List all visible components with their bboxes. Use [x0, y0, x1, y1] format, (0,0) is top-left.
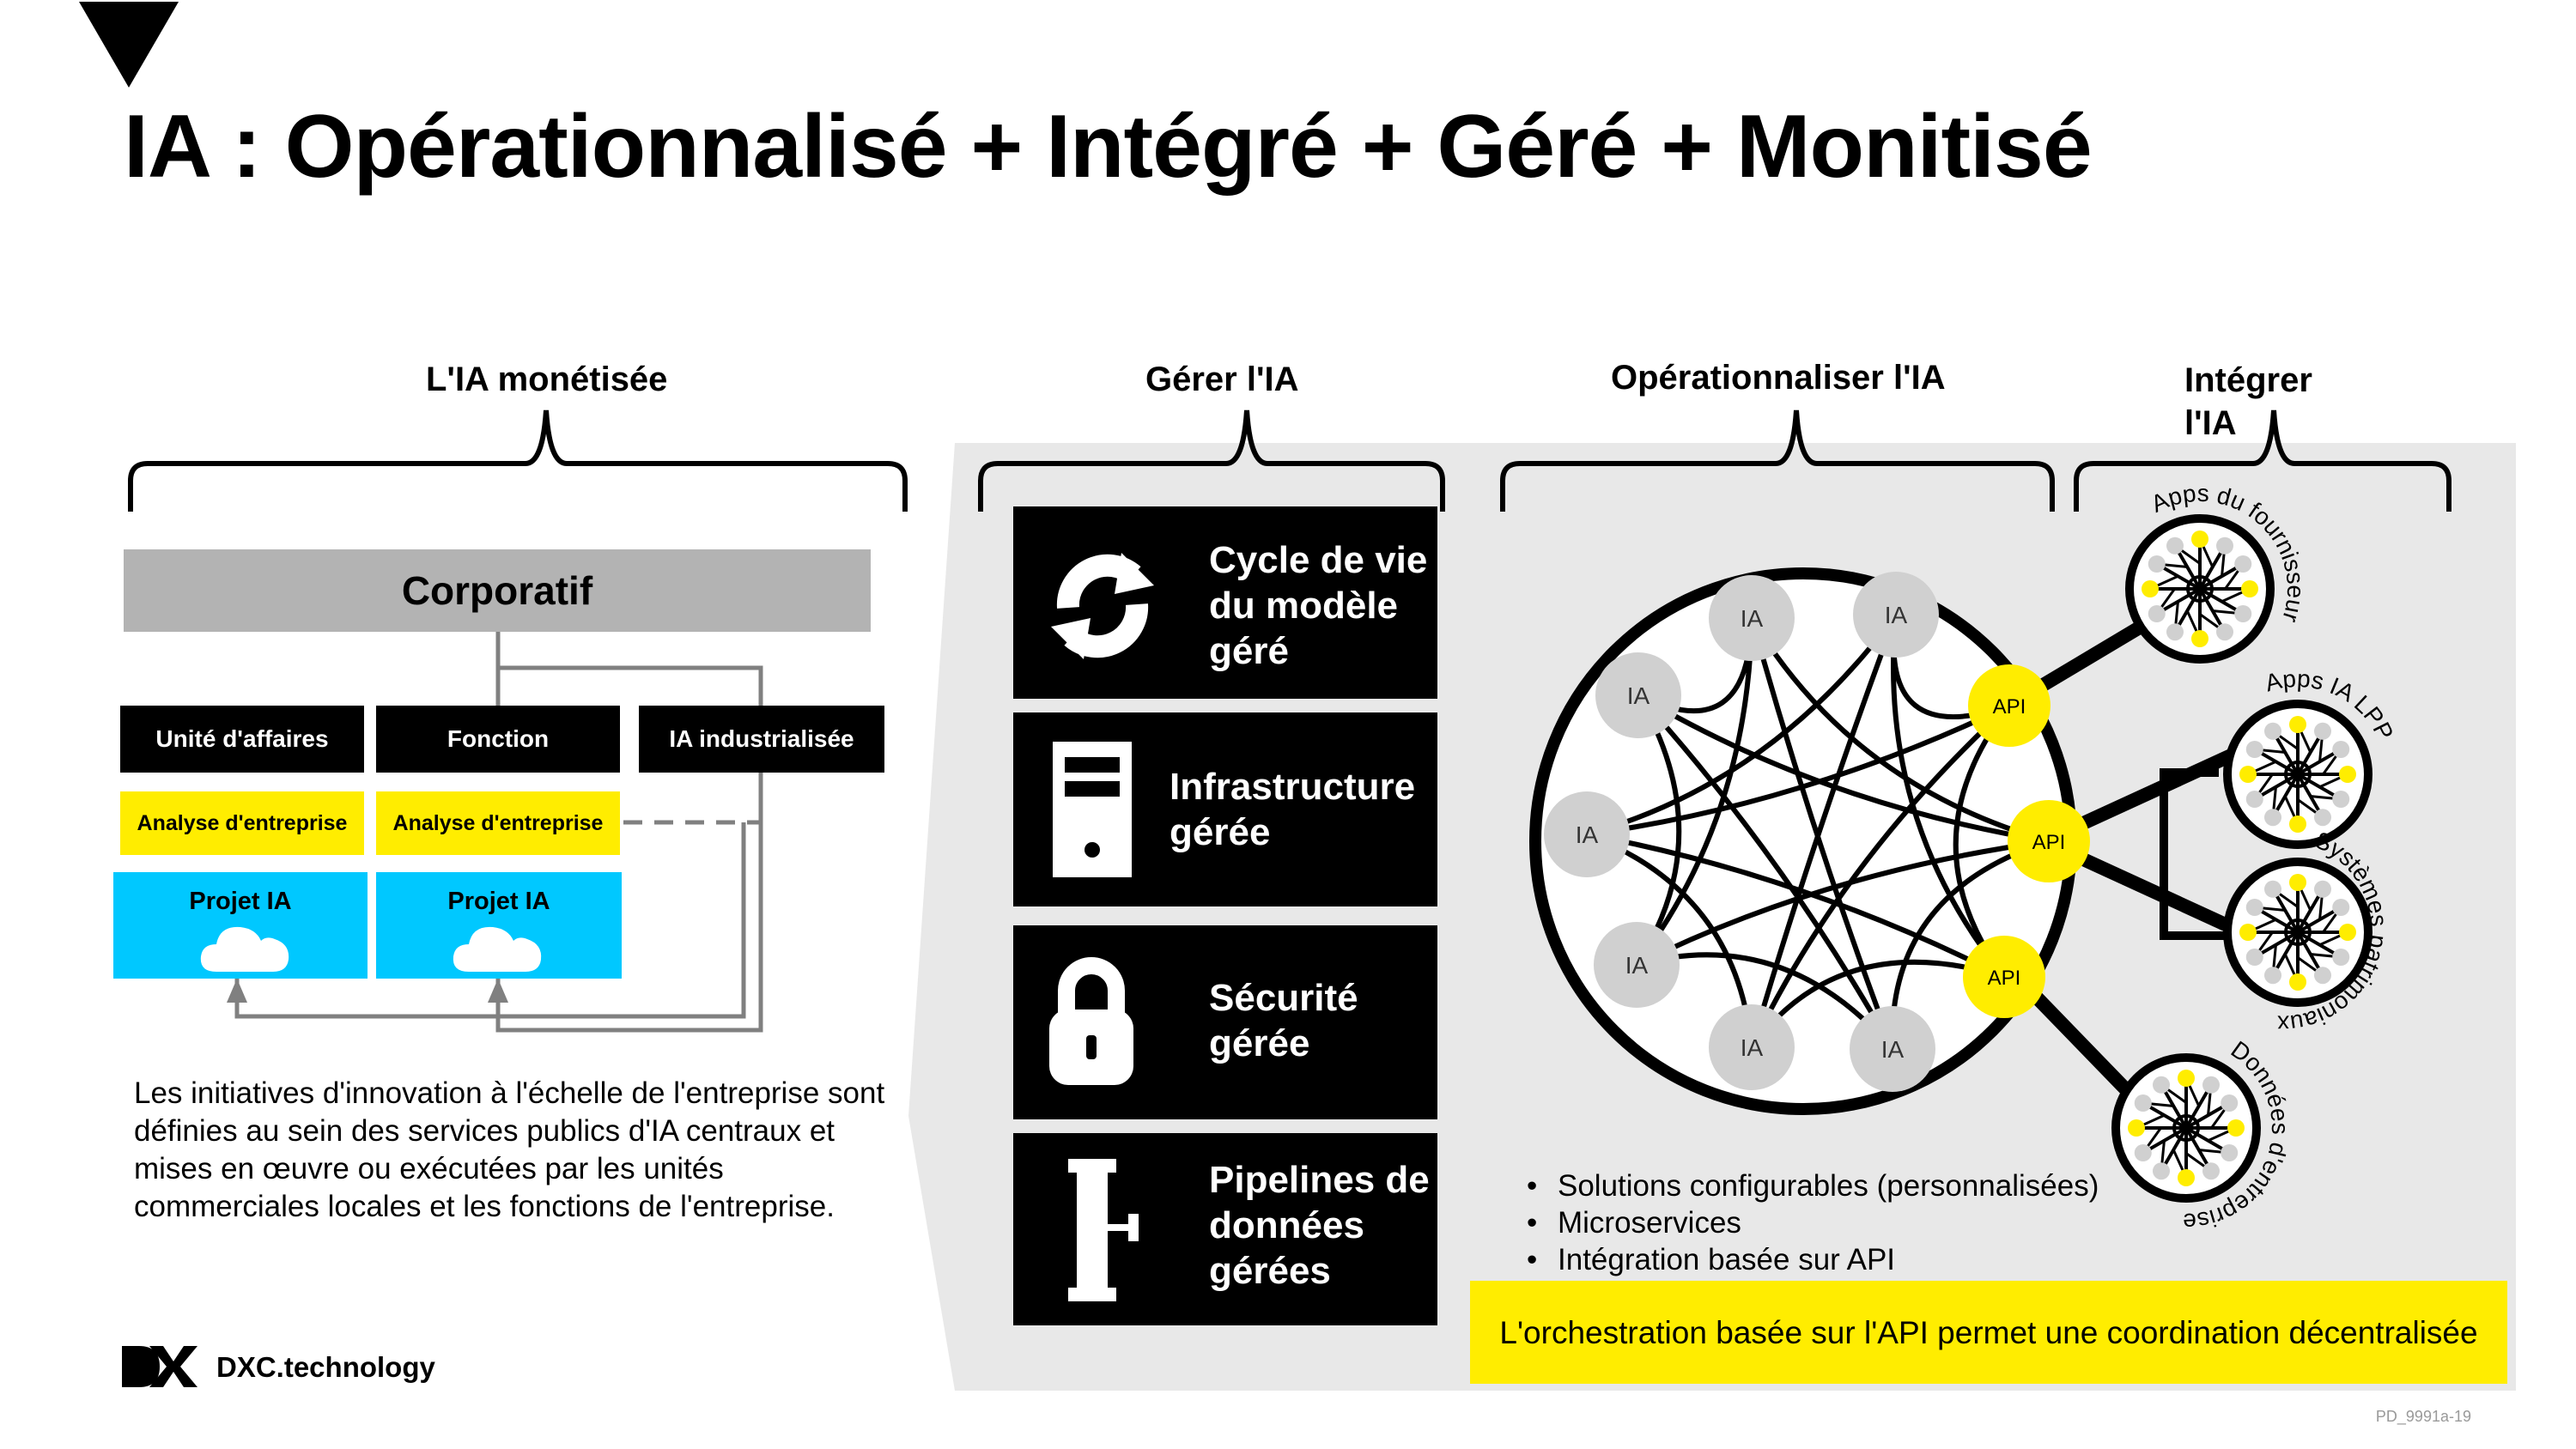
connection-line	[1749, 703, 2012, 1049]
orchestration-banner: L'orchestration basée sur l'API permet u…	[1470, 1281, 2507, 1384]
business-analysis-box-2: Analyse d'entreprise	[376, 791, 620, 855]
section-label-monetized: L'IA monétisée	[426, 361, 668, 398]
api-node-label: API	[1988, 967, 2021, 990]
feature-item: Solutions configurables (personnalisées)	[1525, 1167, 2099, 1204]
pipeline-icon	[1068, 1159, 1139, 1301]
api-node	[1963, 936, 2045, 1018]
corner-triangle-logo	[79, 2, 179, 88]
ia-node	[1544, 791, 1630, 877]
api-node-label: API	[2032, 831, 2066, 854]
feature-list: Solutions configurables (personnalisées)…	[1525, 1167, 2099, 1278]
description-text: Les initiatives d'innovation à l'échelle…	[134, 1076, 885, 1223]
tile-label-lifecycle: Cycle de vie du modèle géré	[1209, 539, 1428, 672]
ai-project-box-1: Projet IA	[113, 872, 368, 979]
api-node	[2008, 800, 2090, 882]
tile-label-security: Sécurité gérée	[1209, 977, 1358, 1064]
connection-line	[1749, 616, 2050, 844]
integration-node	[2111, 1053, 2261, 1203]
brace-manage	[978, 409, 1445, 512]
integration-bracket	[2160, 768, 2226, 940]
ia-node-label: IA	[1625, 952, 1649, 979]
industrialized-ai-box: IA industrialisée	[639, 706, 884, 773]
padlock-icon	[1049, 957, 1133, 1085]
section-label-operationalize: Opérationnaliser l'IA	[1611, 359, 1946, 397]
connection-line	[1586, 832, 2006, 979]
section-label-integrate: Intégrer l'IA	[2184, 361, 2312, 442]
refresh-cycle-icon	[1051, 553, 1154, 659]
integration-label: Apps du fournisseur	[2147, 480, 2309, 626]
brace-integrate	[2074, 409, 2451, 512]
brand-name: DXC.technology	[216, 1351, 435, 1383]
tile-infrastructure: Infrastructure gérée	[1013, 712, 1437, 906]
api-node	[1968, 664, 2050, 747]
section-label-manage: Gérer l'IA	[1145, 361, 1299, 398]
integration-label: Apps IA LPP	[2263, 665, 2399, 744]
tile-security: Sécurité gérée	[1013, 925, 1437, 1119]
cloud-icon	[200, 926, 289, 972]
business-analysis-box-1: Analyse d'entreprise	[120, 791, 364, 855]
brace-monetized	[128, 409, 908, 512]
ia-node-label: IA	[1741, 605, 1764, 632]
dxc-mark-icon	[122, 1346, 197, 1387]
feature-item: Microservices	[1525, 1204, 2099, 1241]
ia-node	[1595, 652, 1681, 738]
connection-line	[1586, 703, 2011, 837]
connection-line	[1634, 617, 1754, 967]
ia-node-label: IA	[1576, 822, 1599, 848]
ai-project-box-2: Projet IA	[376, 872, 622, 979]
brace-operationalize	[1500, 409, 2055, 512]
integration-node	[2223, 700, 2372, 849]
ia-node-label: IA	[1741, 1034, 1764, 1061]
ia-node	[1594, 922, 1680, 1008]
tile-label-infrastructure: Infrastructure gérée	[1170, 766, 1416, 853]
ai-project-label: Projet IA	[189, 888, 292, 915]
ai-project-label: Projet IA	[447, 888, 550, 915]
cloud-icon	[453, 926, 542, 972]
feature-item: Intégration basée sur API	[1525, 1241, 2099, 1278]
ia-node	[1850, 1006, 1935, 1092]
section-braces	[128, 409, 2451, 512]
ia-node-label: IA	[1627, 682, 1650, 709]
connection-line	[1637, 693, 2050, 844]
integration-node	[2125, 514, 2275, 664]
ia-node	[1853, 572, 1939, 658]
document-code: PD_9991a-19	[2375, 1408, 2471, 1425]
integration-label: Systèmes patrimoniaux	[2277, 826, 2392, 1037]
corporate-bar: Corporatif	[124, 549, 871, 632]
connection-line	[1749, 613, 1899, 1048]
ia-node	[1709, 1004, 1795, 1090]
ia-node-label: IA	[1881, 1036, 1905, 1063]
ia-node-label: IA	[1885, 602, 1908, 628]
page-title: IA : Opérationnalisé + Intégré + Géré + …	[124, 97, 2093, 197]
tile-data-pipelines: Pipelines de données gérées	[1013, 1133, 1437, 1325]
integration-label: Données d'entreprise	[2183, 1036, 2293, 1236]
integration-link	[2036, 612, 2160, 693]
server-icon	[1053, 742, 1132, 877]
connection-line	[1635, 839, 2050, 967]
tile-model-lifecycle: Cycle de vie du modèle géré	[1013, 506, 1437, 699]
connection-line	[1953, 704, 2012, 979]
org-connectors	[227, 632, 763, 1033]
connection-line	[1636, 693, 1895, 1051]
api-node-label: API	[1993, 695, 2026, 718]
tile-label-pipelines: Pipelines de données gérées	[1209, 1159, 1430, 1292]
integration-node	[2223, 858, 2372, 1007]
business-unit-box: Unité d'affaires	[120, 706, 364, 773]
ia-node	[1709, 575, 1795, 661]
function-box: Fonction	[376, 706, 620, 773]
